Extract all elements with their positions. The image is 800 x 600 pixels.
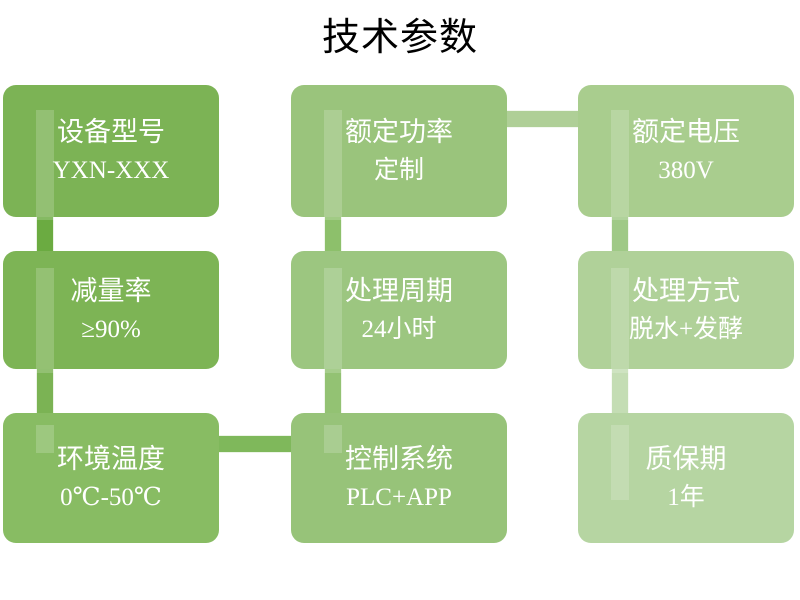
card-value-ambient-temperature: 0℃-50℃ — [60, 484, 162, 511]
card-treatment-method[interactable]: 处理方式脱水+发酵 — [578, 251, 794, 369]
card-ambient-temperature[interactable]: 环境温度 0℃-50℃ — [3, 413, 219, 543]
card-title-warranty-period: 质保期 — [645, 444, 727, 474]
card-title-treatment-method: 处理方式 — [632, 276, 740, 306]
card-value-device-model: YXN-XXX — [52, 157, 170, 184]
card-title-control-system: 控制系统 — [345, 444, 453, 474]
card-title-rated-voltage: 额定电压 — [632, 117, 740, 147]
card-value-control-system: PLC+APP — [346, 484, 452, 511]
card-title-rated-power: 额定功率 — [345, 117, 453, 147]
card-reduction-rate[interactable]: 减量率 ≥90% — [3, 251, 219, 369]
card-title-reduction-rate: 减量率 — [70, 276, 152, 306]
card-title-ambient-temperature: 环境温度 — [57, 444, 165, 474]
card-title-device-model: 设备型号 — [57, 117, 165, 147]
page-title: 技术参数 — [321, 17, 478, 59]
card-value-warranty-period: 1年 — [667, 484, 705, 511]
card-rated-power[interactable]: 额定功率定制 — [291, 85, 507, 217]
card-value-treatment-method: 脱水+发酵 — [628, 316, 744, 343]
card-treatment-cycle[interactable]: 处理周期 24小时 — [291, 251, 507, 369]
card-warranty-period[interactable]: 质保期 1年 — [578, 413, 794, 543]
card-rated-voltage[interactable]: 额定电压 380V — [578, 85, 794, 217]
card-value-rated-power: 定制 — [373, 157, 424, 184]
card-value-rated-voltage: 380V — [658, 157, 714, 184]
card-value-treatment-cycle: 24小时 — [361, 316, 437, 343]
card-device-model[interactable]: 设备型号 YXN-XXX — [3, 85, 219, 217]
card-control-system[interactable]: 控制系统 PLC+APP — [291, 413, 507, 543]
card-value-reduction-rate: ≥90% — [81, 316, 141, 343]
card-title-treatment-cycle: 处理周期 — [345, 276, 453, 306]
